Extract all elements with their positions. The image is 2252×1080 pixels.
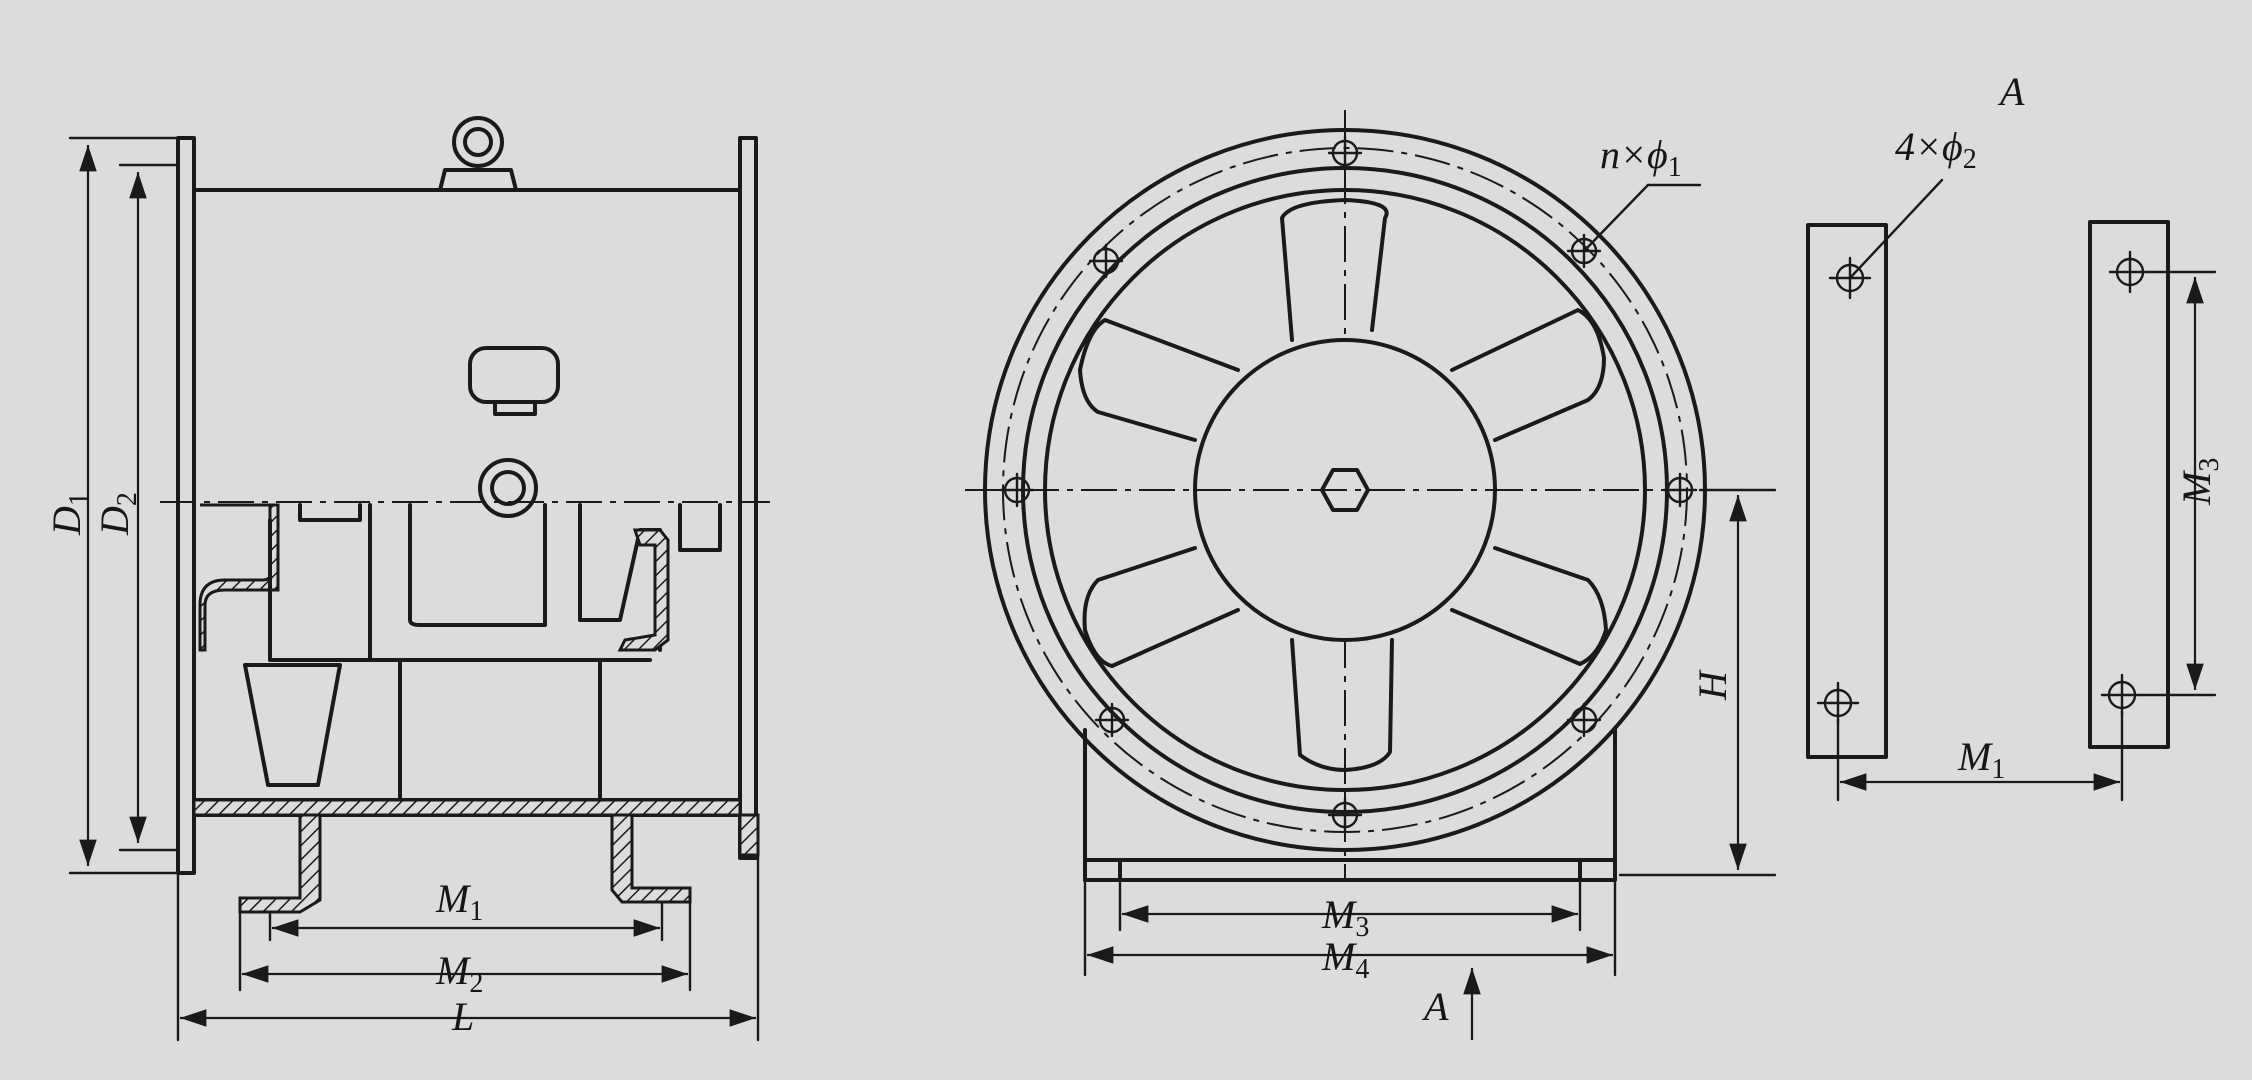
view-a: A 4×ϕ2 M3 M1 bbox=[1806, 69, 2225, 802]
hole-count-label: n×ϕ1 bbox=[1600, 132, 1682, 183]
h-label: H bbox=[1690, 669, 1735, 701]
view-a-holes-label: 4×ϕ2 bbox=[1895, 124, 1977, 175]
hub-cone bbox=[243, 663, 342, 787]
l-label: L bbox=[451, 994, 474, 1039]
d1-label: D1 bbox=[44, 492, 95, 536]
m1-view-a-label: M1 bbox=[1957, 734, 2005, 785]
m2-side-label: M2 bbox=[435, 948, 483, 999]
m1-side-label: M1 bbox=[435, 876, 483, 927]
impeller-blades bbox=[1078, 198, 1608, 772]
front-view: n×ϕ1 H M3 M4 A bbox=[965, 110, 1777, 1040]
side-view: D1 D2 M1 M2 L bbox=[44, 116, 770, 1042]
right-foot-plate bbox=[2088, 220, 2170, 749]
right-foot bbox=[610, 813, 692, 904]
m3-view-a-label: M3 bbox=[2174, 458, 2225, 506]
foot-holes bbox=[1816, 250, 2152, 725]
m4-front-label: M4 bbox=[1321, 934, 1369, 985]
lifting-eye bbox=[438, 116, 518, 192]
m3-front-label: M3 bbox=[1321, 892, 1369, 943]
junction-box bbox=[468, 346, 560, 404]
mounting-stand bbox=[1083, 728, 1617, 862]
base-rail bbox=[192, 798, 742, 817]
right-flange bbox=[738, 136, 758, 860]
view-a-title: A bbox=[1997, 69, 2025, 114]
left-foot-plate bbox=[1806, 223, 1888, 759]
view-a-arrow-label: A bbox=[1421, 984, 1449, 1029]
left-foot bbox=[238, 813, 322, 914]
left-flange bbox=[176, 136, 196, 875]
d2-label: D2 bbox=[92, 492, 143, 536]
